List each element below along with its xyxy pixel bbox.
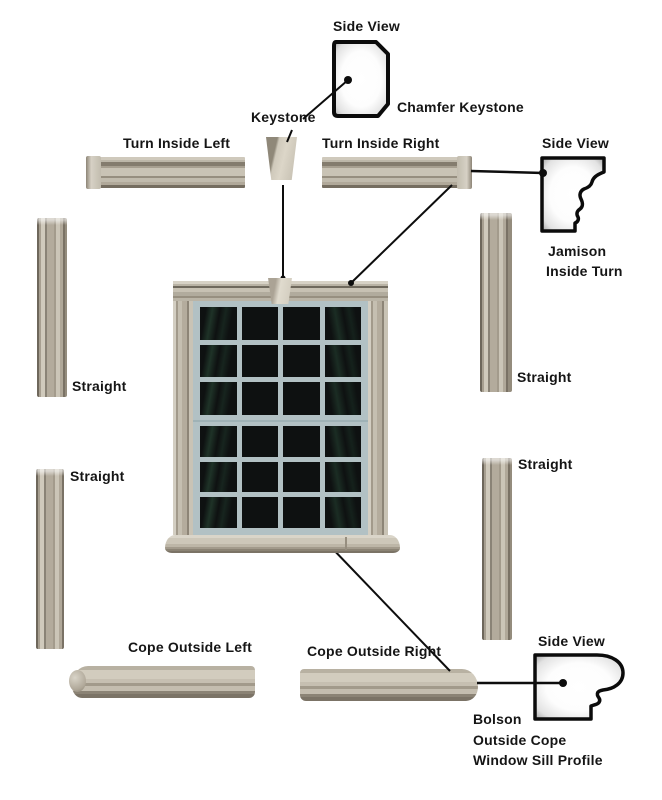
chamfer-keystone-profile: [332, 40, 390, 118]
window-pane: [200, 497, 237, 528]
label-side-view-right: Side View: [542, 135, 609, 151]
window-pane: [324, 382, 361, 415]
label-bolson-name: Bolson: [473, 711, 522, 727]
bolson-sill-profile: [533, 653, 625, 721]
window-pane: [200, 382, 237, 415]
window-pane: [324, 461, 361, 493]
jamison-inside-turn-profile: [540, 156, 606, 233]
window-pane: [283, 426, 320, 457]
molding-end-cap: [457, 156, 472, 189]
window-pane-grid-bottom: [200, 426, 361, 528]
label-bolson-desc: Window Sill Profile: [473, 752, 603, 768]
window-pane: [200, 344, 237, 378]
window-pane: [324, 344, 361, 378]
label-cope-outside-left: Cope Outside Left: [128, 639, 252, 655]
window-pane: [283, 461, 320, 493]
straight-molding-right-lower: [482, 458, 512, 640]
window-pane: [200, 307, 237, 340]
dot-bolson-profile: [559, 679, 567, 687]
window-sash-zone: [193, 301, 368, 535]
window-pane: [200, 426, 237, 457]
connector-window-corner-to-turn-right: [350, 184, 453, 284]
straight-molding-right-upper: [480, 213, 512, 392]
window-sash-bottom: [193, 420, 368, 535]
cope-outside-left-molding: [69, 666, 255, 698]
label-straight-right-lower: Straight: [518, 456, 573, 472]
window-assembly: [165, 278, 400, 553]
dot-chamfer-profile: [344, 76, 352, 84]
window-pane: [241, 497, 278, 528]
cope-outside-right-molding: [300, 669, 478, 701]
label-jamison-name: Jamison: [548, 243, 607, 259]
window-casing-left: [173, 301, 193, 535]
window-pane: [241, 426, 278, 457]
label-cope-outside-right: Cope Outside Right: [307, 643, 442, 659]
window-pane: [283, 382, 320, 415]
label-turn-inside-right: Turn Inside Right: [322, 135, 440, 151]
window-casing-right: [368, 301, 388, 535]
window-keystone: [268, 278, 292, 304]
window-pane: [200, 461, 237, 493]
connector-turn-right-to-jamison-profile: [470, 169, 544, 175]
window-pane: [324, 497, 361, 528]
window-pane-grid-top: [200, 307, 361, 415]
dot-jamison-profile: [539, 169, 547, 177]
label-turn-inside-left: Turn Inside Left: [123, 135, 231, 151]
label-keystone: Keystone: [251, 109, 316, 125]
sill-joint-line: [345, 537, 347, 550]
window-sill: [165, 535, 400, 553]
turn-inside-left-molding: [86, 156, 245, 189]
window-pane: [283, 497, 320, 528]
window-pane: [283, 307, 320, 340]
label-straight-right-upper: Straight: [517, 369, 572, 385]
label-bolson-type: Outside Cope: [473, 732, 567, 748]
window-sash-top: [193, 301, 368, 420]
turn-inside-right-molding: [322, 156, 472, 189]
window-pane: [241, 344, 278, 378]
keystone-piece: [266, 137, 297, 180]
label-side-view-top: Side View: [333, 18, 400, 34]
straight-molding-left-lower: [36, 469, 64, 649]
label-chamfer-keystone: Chamfer Keystone: [397, 99, 524, 115]
window-pane: [324, 426, 361, 457]
window-pane: [241, 461, 278, 493]
label-side-view-bottom: Side View: [538, 633, 605, 649]
label-jamison-type: Inside Turn: [546, 263, 623, 279]
window-pane: [324, 307, 361, 340]
molding-end-cap: [86, 156, 101, 189]
window-pane: [241, 307, 278, 340]
window-pane: [241, 382, 278, 415]
straight-molding-left-upper: [37, 218, 67, 397]
label-straight-left-lower: Straight: [70, 468, 125, 484]
label-straight-left-upper: Straight: [72, 378, 127, 394]
window-pane: [283, 344, 320, 378]
